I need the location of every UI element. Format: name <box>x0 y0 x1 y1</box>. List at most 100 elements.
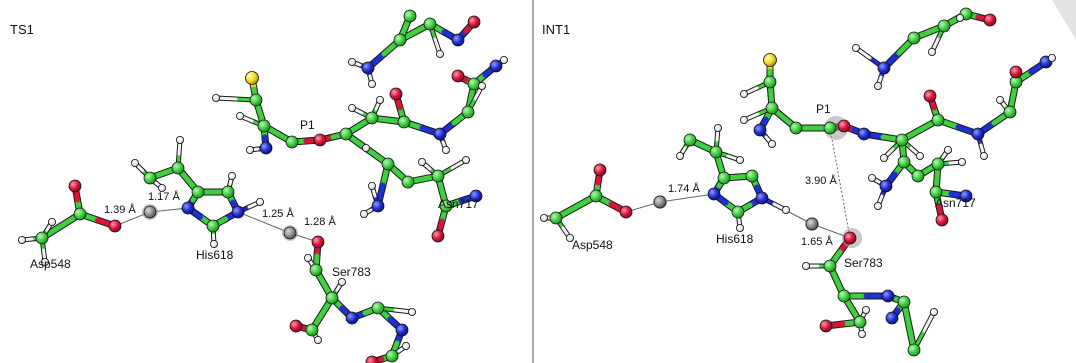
atom-o <box>983 13 997 27</box>
atom-c <box>907 31 921 45</box>
atom-h <box>245 145 254 154</box>
atom-o <box>619 205 633 219</box>
residue-label-his618: His618 <box>716 232 754 246</box>
hydrogen-bond <box>829 127 851 239</box>
atom-c <box>73 207 87 221</box>
atom-o <box>837 119 851 133</box>
atom-c <box>823 121 837 135</box>
atom-c <box>249 93 263 107</box>
atom-h <box>130 158 139 167</box>
residue-label-asn717: Asn717 <box>438 197 479 211</box>
atom-h <box>880 153 889 162</box>
corner-mark <box>1052 0 1076 40</box>
atom-h <box>736 223 745 232</box>
atom-c <box>285 135 299 149</box>
atom-h <box>740 90 749 99</box>
atom-x <box>653 195 667 209</box>
atom-c <box>339 127 353 141</box>
residue-label-p1: P1 <box>300 118 315 132</box>
atom-c <box>393 33 407 47</box>
panel-title: INT1 <box>542 22 570 37</box>
atom-o <box>843 231 857 245</box>
panel-ts1: TS1 P1 Asp548 His618 Asn717 Ser783 1.39 … <box>10 9 508 363</box>
distance-label: 3.90 Å <box>805 174 837 187</box>
atom-c <box>381 157 395 171</box>
atom-c <box>763 75 777 89</box>
atom-h <box>916 151 925 160</box>
atom-h <box>736 155 745 164</box>
atom-h <box>303 253 312 262</box>
atom-c <box>423 17 437 31</box>
atom-h <box>852 44 861 53</box>
atom-c <box>206 219 220 233</box>
atom-h <box>782 205 791 214</box>
atom-n <box>181 201 195 215</box>
atom-h <box>958 157 967 166</box>
atom-o <box>108 219 122 233</box>
ts1-molecule <box>17 9 508 363</box>
hydrogen-bond <box>237 211 291 234</box>
atom-n <box>361 61 375 75</box>
atom-c <box>401 175 415 189</box>
atom-n <box>879 179 893 193</box>
atom-h <box>980 151 989 160</box>
atom-o <box>451 69 465 83</box>
residue-label-asn717: Asn717 <box>935 196 976 210</box>
atom-h <box>862 305 871 314</box>
atom-n <box>371 199 385 213</box>
atom-c <box>221 185 235 199</box>
atom-c <box>171 161 185 175</box>
atom-o <box>311 235 325 249</box>
atom-x <box>805 217 819 231</box>
atom-h <box>802 261 811 270</box>
atom-c <box>309 263 323 277</box>
atom-h <box>359 209 368 218</box>
atom-o <box>389 87 403 101</box>
atom-h <box>676 151 685 160</box>
atom-o <box>365 355 379 363</box>
atom-h <box>566 233 575 242</box>
atom-h <box>996 96 1005 105</box>
atom-c <box>937 19 951 33</box>
atom-n <box>885 311 899 325</box>
atom-c <box>931 157 945 171</box>
atom-n <box>231 205 245 219</box>
atom-n <box>755 191 769 205</box>
atom-c <box>365 111 379 125</box>
atom-n <box>345 311 359 325</box>
atom-o <box>819 319 833 333</box>
atom-h <box>874 82 883 91</box>
atom-n <box>707 187 721 201</box>
atom-h <box>928 48 937 57</box>
atom-h <box>740 116 749 125</box>
hydrogen-bond <box>659 193 715 203</box>
atom-h <box>435 50 444 59</box>
atom-h <box>1048 54 1057 63</box>
atom-h <box>944 145 953 154</box>
atom-h <box>367 181 376 190</box>
atom-c <box>717 171 731 185</box>
atom-o <box>467 15 481 29</box>
atom-c <box>143 171 157 185</box>
int1-molecule <box>540 7 1057 357</box>
atom-h <box>209 239 218 248</box>
atom-c <box>789 121 803 135</box>
atom-h <box>227 171 236 180</box>
atom-c <box>191 185 205 199</box>
atom-c <box>385 349 399 363</box>
atom-h <box>157 183 166 192</box>
atom-h <box>375 96 384 105</box>
panel-int1: INT1 P1 Asp548 His618 Asn717 Ser783 1.74… <box>540 7 1057 357</box>
atom-x <box>283 226 297 240</box>
atom-n <box>259 141 273 155</box>
atom-n <box>489 59 503 73</box>
atom-h <box>17 235 26 244</box>
atom-c <box>853 315 867 329</box>
atom-c <box>897 295 911 309</box>
atom-h <box>868 173 877 182</box>
atom-h <box>858 329 867 338</box>
atom-c <box>931 113 945 127</box>
distance-label: 1.74 Å <box>668 182 700 195</box>
atom-c <box>837 289 851 303</box>
